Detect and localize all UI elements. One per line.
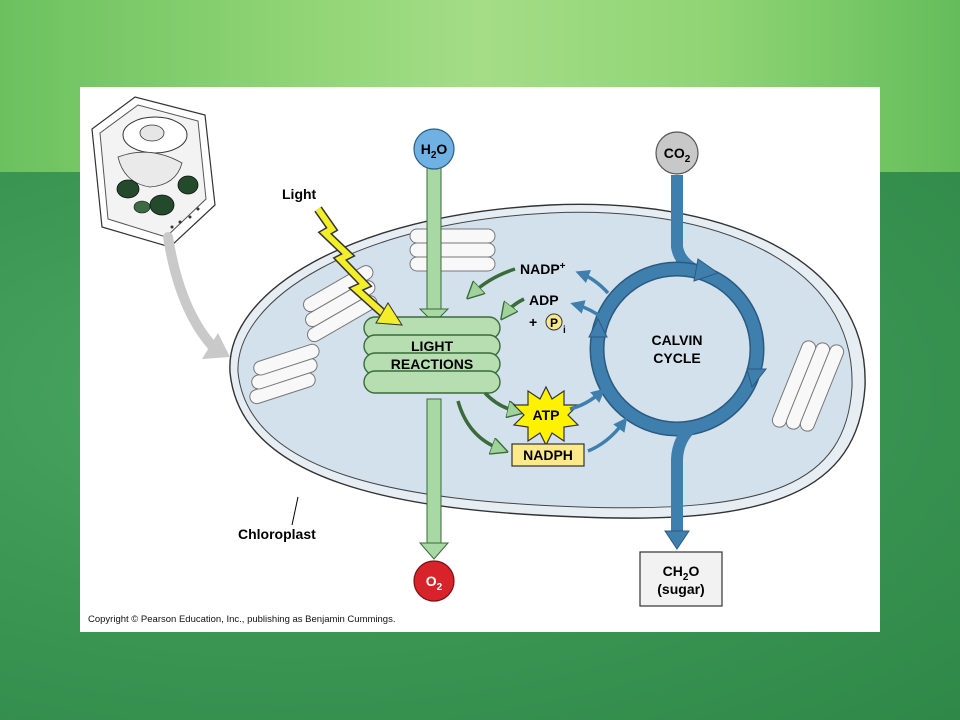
calvin-arrowhead-top [693, 258, 720, 282]
chloroplast-label: Chloroplast [238, 526, 316, 542]
light-bolt-head [375, 302, 403, 326]
calvin-arrowhead-right [746, 368, 768, 389]
nadp-return-arrow [473, 267, 516, 293]
atp-burst: ATP [512, 385, 580, 447]
sugar-outflow-arrowhead [664, 530, 690, 550]
calvin-cycle-ring-inner [591, 263, 763, 435]
oxygen-flow-arrowhead [418, 542, 450, 560]
water-input: H2O [413, 128, 455, 170]
chloroplast-stroma [237, 211, 853, 509]
light-to-atp-arrow [483, 391, 516, 411]
light-label: Light [282, 186, 317, 202]
water-flow-arrow-upper [426, 164, 442, 314]
chloroplast-leader-line [291, 496, 299, 526]
calvin-to-adp-arrow [570, 300, 606, 321]
nadph-box: NADPH [511, 443, 585, 467]
thylakoid-stack-right [771, 340, 845, 432]
phosphate-icon: P [545, 313, 563, 331]
svg-text:O2: O2 [426, 573, 443, 593]
nadph-label: NADPH [523, 447, 573, 463]
svg-text:P: P [550, 316, 558, 330]
nadph-to-calvin-arrow [587, 417, 628, 453]
plus-phosphate-label: + [529, 314, 537, 330]
thylakoid-stack-top [409, 228, 496, 272]
zoom-arrow-head [202, 333, 230, 359]
svg-text:CH2O: CH2O [663, 563, 700, 583]
copyright-notice: Copyright © Pearson Education, Inc., pub… [88, 614, 396, 625]
atp-to-calvin-arrow [569, 388, 606, 411]
nadp-plus-label: NADP+ [520, 261, 566, 277]
oxygen-flow-arrow-lower [426, 398, 442, 546]
calvin-cycle-label-line2: CYCLE [653, 350, 700, 366]
sugar-outflow-arrow [671, 422, 697, 533]
svg-text:CO2: CO2 [664, 145, 691, 165]
sugar-label-line2: (sugar) [657, 581, 704, 597]
slide-figure: LIGHT REACTIONS Light H2O CO2 O2 CALVIN … [80, 87, 880, 632]
adp-return-arrow [506, 297, 525, 313]
thylakoid-stack-left [249, 343, 320, 405]
calvin-cycle-label-line1: CALVIN [651, 332, 702, 348]
svg-text:H2O: H2O [421, 141, 448, 161]
oxygen-output: O2 [413, 560, 455, 602]
zoom-arrow [163, 232, 220, 354]
calvin-arrowhead-left [588, 317, 608, 338]
carbon-dioxide-input: CO2 [655, 131, 699, 175]
adp-label: ADP [529, 292, 559, 308]
light-reactions-thylakoid [363, 316, 501, 394]
phosphate-subscript: i [563, 325, 566, 336]
sugar-output-box: CH2O (sugar) [639, 551, 723, 607]
light-reactions-label-line1: LIGHT [411, 338, 453, 354]
light-to-nadph-arrow [456, 400, 500, 449]
water-flow-arrowhead-upper [418, 308, 450, 324]
atp-label: ATP [533, 407, 560, 423]
calvin-to-nadp-arrow [575, 269, 610, 295]
light-reactions-label-line2: REACTIONS [391, 356, 473, 372]
plant-cell-thumbnail [91, 96, 216, 248]
photosynthesis-diagram: LIGHT REACTIONS Light H2O CO2 O2 CALVIN … [91, 96, 866, 607]
light-bolt-fill [315, 207, 388, 318]
